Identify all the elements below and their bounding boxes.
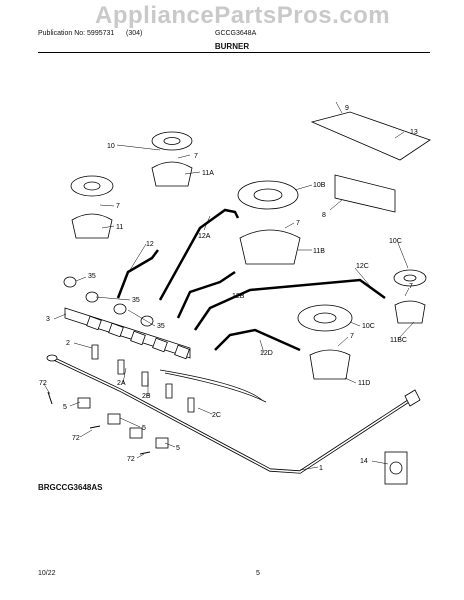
burner-head-11bc[interactable] xyxy=(394,300,426,324)
callout-7-c: 7 xyxy=(296,220,300,227)
callout-9: 9 xyxy=(345,105,349,112)
callout-12c: 12C xyxy=(356,263,369,270)
callout-2b: 2B xyxy=(142,393,151,400)
burner-head-11b[interactable] xyxy=(239,229,301,265)
callout-13: 13 xyxy=(410,129,418,136)
callout-labels: 9 13 10 7 11A 7 11 12 12A 10B 7 8 11B 10… xyxy=(39,105,418,472)
gas-tube-12c[interactable] xyxy=(193,278,386,331)
burner-head-11[interactable] xyxy=(71,213,113,239)
callout-12a: 12A xyxy=(198,233,211,240)
burner-head-10-upper[interactable] xyxy=(151,161,193,187)
callout-12: 12 xyxy=(146,241,154,248)
gas-tube-12[interactable] xyxy=(116,249,159,299)
screws[interactable] xyxy=(47,391,151,455)
burner-valves[interactable] xyxy=(86,315,195,413)
callout-2c: 2C xyxy=(212,412,221,419)
callout-7-e: 7 xyxy=(350,333,354,340)
callout-7-a: 7 xyxy=(194,153,198,160)
callout-11a: 11A xyxy=(202,170,214,177)
igniter-wires xyxy=(159,369,267,403)
leader-lines xyxy=(43,101,415,471)
gas-manifold[interactable] xyxy=(46,354,421,474)
callout-5-a: 5 xyxy=(63,404,67,411)
burner-head-11d[interactable] xyxy=(309,349,351,380)
burner-cap-10-left[interactable] xyxy=(70,175,114,197)
page-title: BURNER xyxy=(214,42,250,51)
callout-7-d: 7 xyxy=(409,283,413,290)
callout-72-a: 72 xyxy=(39,380,47,387)
callout-3: 3 xyxy=(46,316,50,323)
callout-11b: 11B xyxy=(313,248,325,255)
pressure-regulator[interactable] xyxy=(384,451,408,485)
callout-12b: 12B xyxy=(232,293,245,300)
callout-2: 2 xyxy=(66,340,70,347)
title-divider xyxy=(38,52,430,53)
callout-1: 1 xyxy=(319,465,323,472)
burner-cap-10c-right[interactable] xyxy=(393,269,427,287)
callout-11bc: 11BC xyxy=(390,337,407,344)
callout-5-c: 5 xyxy=(176,445,180,452)
gas-tube-12d[interactable] xyxy=(214,328,301,352)
callout-11: 11 xyxy=(116,224,123,231)
heat-shield[interactable] xyxy=(310,111,431,161)
publication-number: Publication No: 5995731 xyxy=(38,30,115,37)
watermark: AppliancePartsPros.com xyxy=(95,2,391,29)
callout-72-b: 72 xyxy=(72,435,80,442)
callout-72-c: 72 xyxy=(127,456,135,463)
burner-cap-10b[interactable] xyxy=(237,180,299,210)
callout-10: 10 xyxy=(107,143,115,150)
callout-10c-center: 10C xyxy=(362,323,375,330)
burner-cap-10-upper[interactable] xyxy=(151,131,193,151)
model-number: GCCG3648A xyxy=(215,30,257,37)
callout-5-b: 5 xyxy=(142,425,146,432)
callout-10b: 10B xyxy=(313,182,326,189)
callout-11d: 11D xyxy=(358,380,370,387)
callout-35-b: 35 xyxy=(132,297,140,304)
spark-module[interactable] xyxy=(334,174,396,213)
gas-tube-12b[interactable] xyxy=(176,270,236,319)
model-label: BRGCCG3648AS xyxy=(38,483,103,492)
valve-bracket[interactable] xyxy=(64,307,191,359)
callout-8: 8 xyxy=(322,212,326,219)
gas-tube-12a[interactable] xyxy=(158,208,240,301)
knob-brackets[interactable] xyxy=(77,397,169,449)
publication-suffix: (304) xyxy=(126,30,143,37)
callout-2a: 2A xyxy=(117,380,126,387)
callout-10c-right: 10C xyxy=(389,238,402,245)
footer-date: 10/22 xyxy=(38,570,56,577)
callout-14: 14 xyxy=(360,458,368,465)
page-number: 5 xyxy=(256,570,260,577)
callout-12d: 12D xyxy=(260,350,273,357)
burner-cap-10c-center[interactable] xyxy=(297,304,353,332)
callout-35-a: 35 xyxy=(88,273,96,280)
callout-35-c: 35 xyxy=(157,323,165,330)
callout-7-b: 7 xyxy=(116,203,120,210)
